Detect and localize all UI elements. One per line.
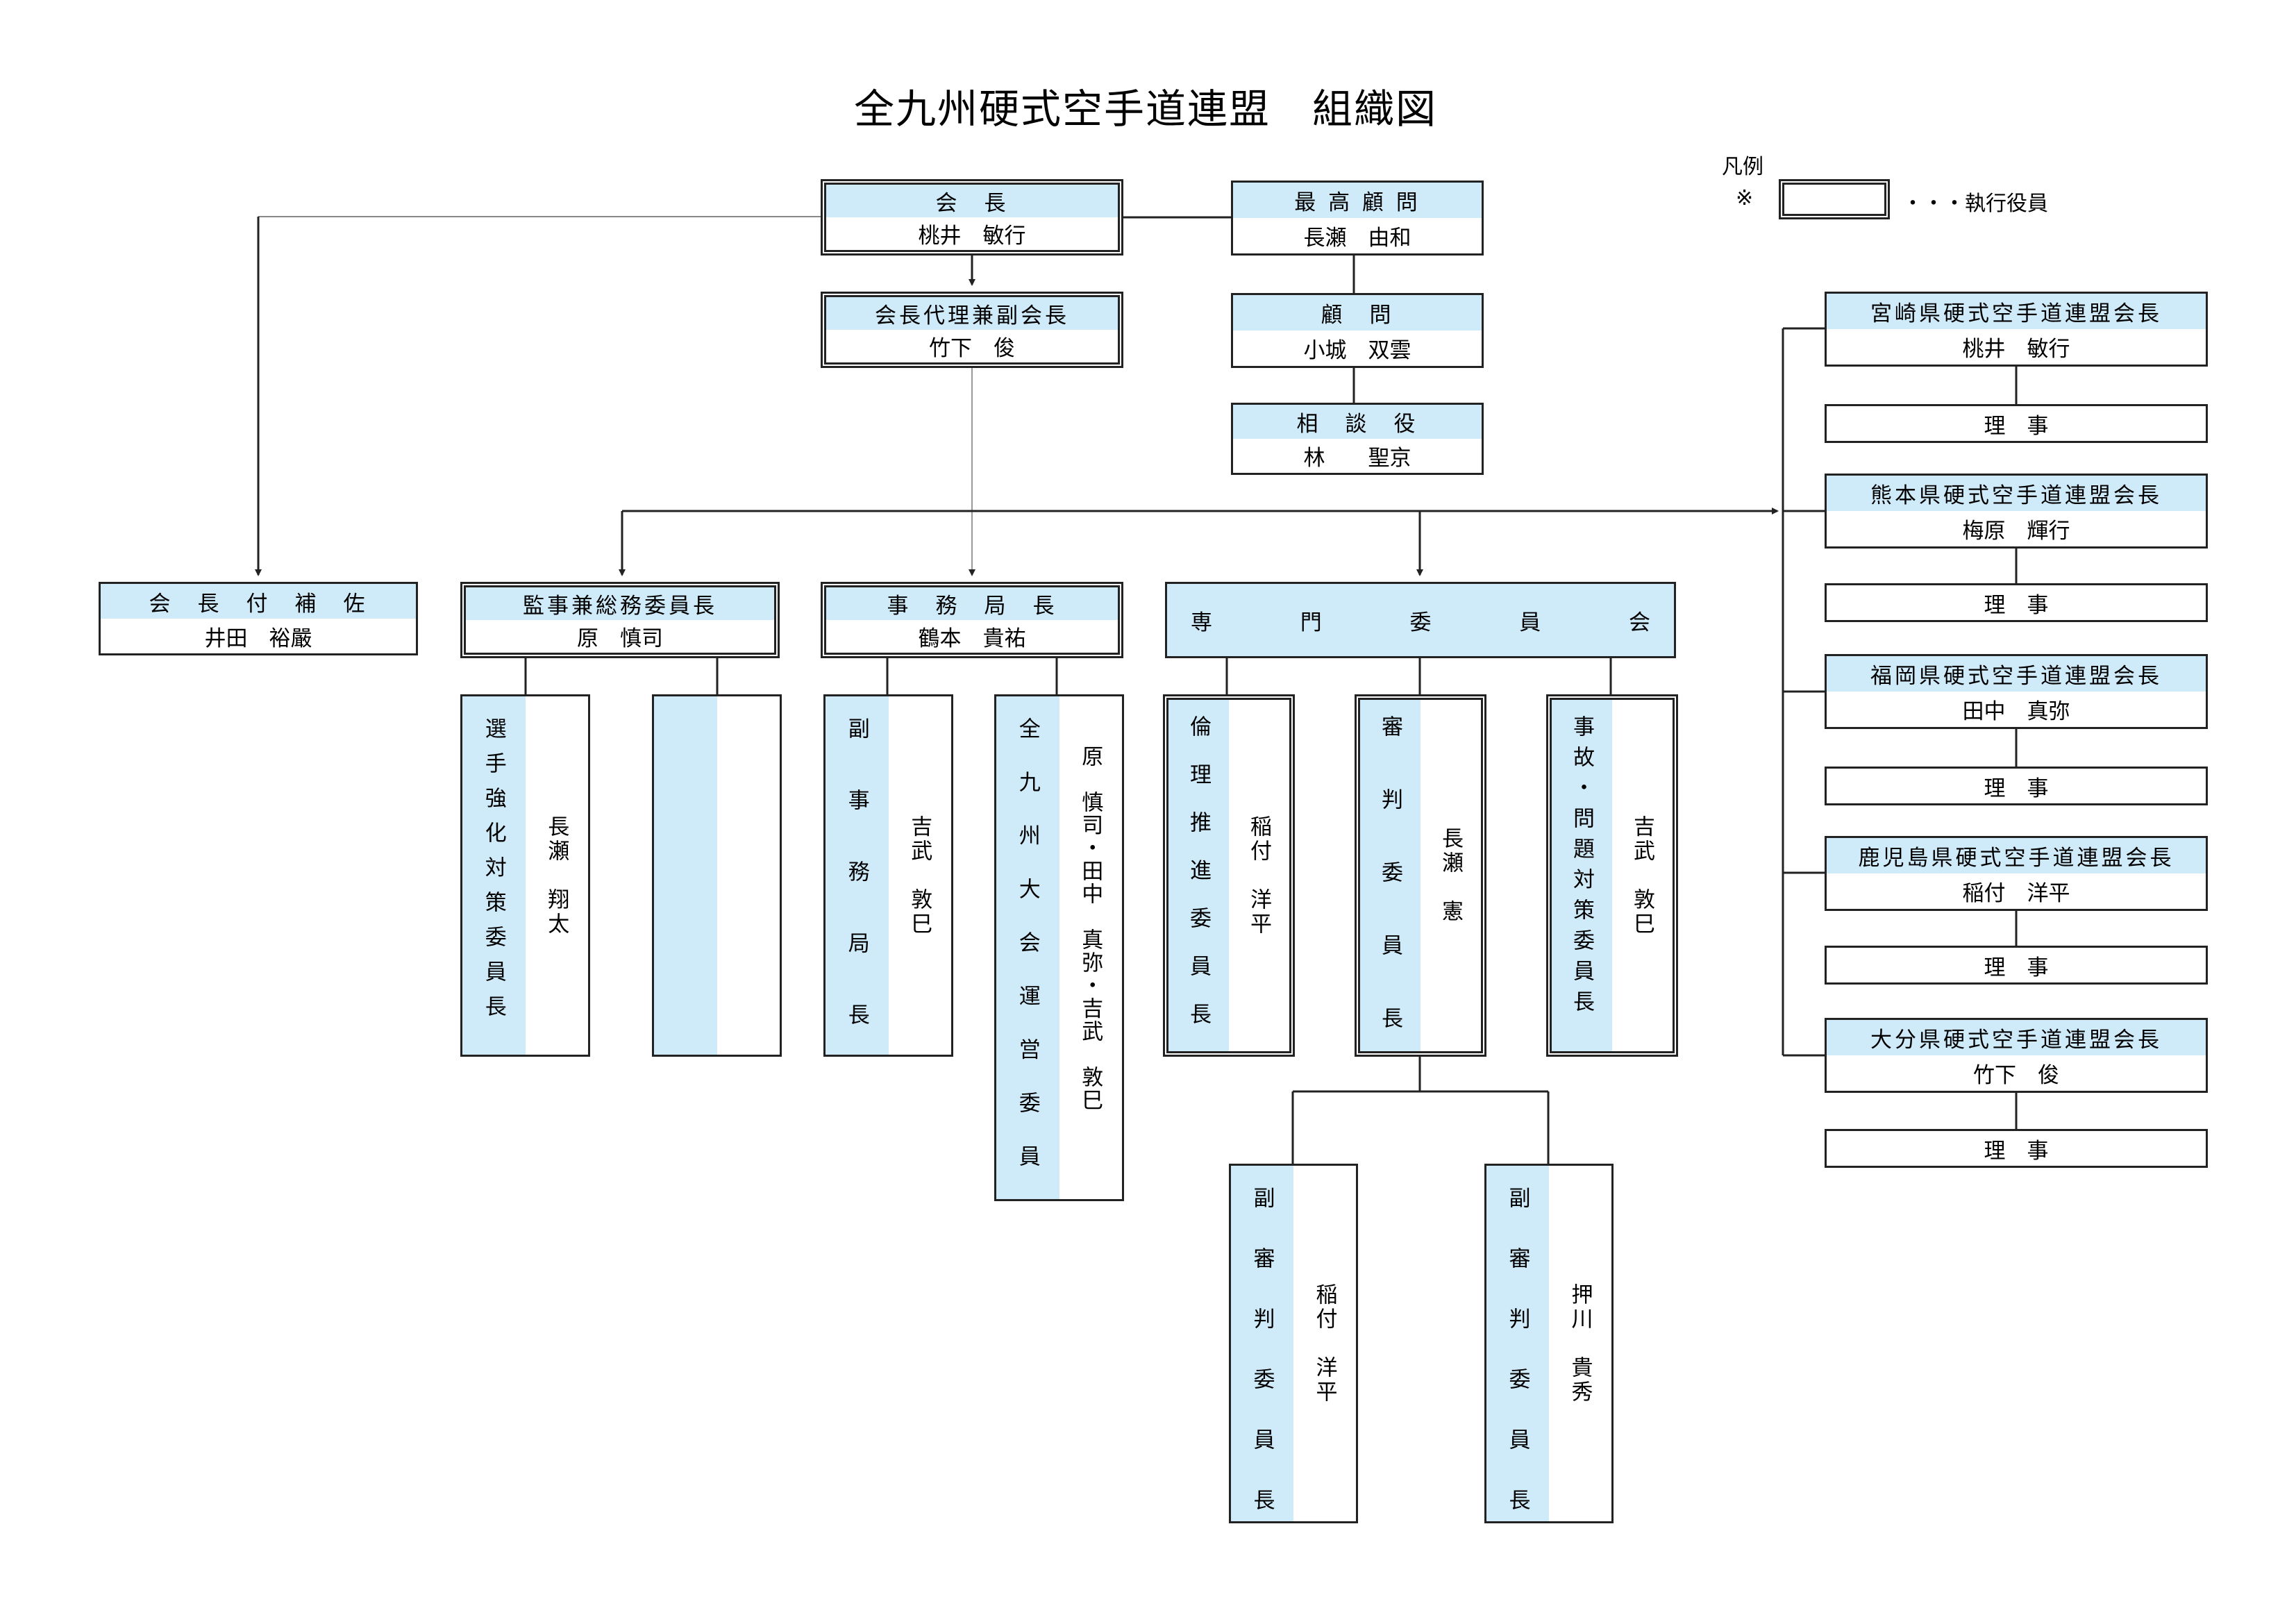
athlete-committee-role: 選手強化対策委員長 [480,717,506,1030]
accident-committee-name: 吉武 敦巳 [1629,814,1654,937]
counselor-name: 林 聖京 [1233,439,1482,473]
vice-referee-2-name: 押川 貴秀 [1567,1282,1593,1405]
blank-committee-box [652,694,782,1057]
prefecture-oita-name: 竹下 俊 [1827,1055,2206,1091]
prefecture-kagoshima-name: 稲付 洋平 [1827,873,2206,909]
advisor-box: 顧 問 小城 双雲 [1231,293,1484,368]
president-aide-name: 井田 裕嚴 [101,619,416,653]
ethics-committee-role: 倫理推進委員長 [1186,715,1211,1050]
prefecture-kumamoto-name: 梅原 輝行 [1827,511,2206,546]
auditor-role: 監事兼総務委員長 [466,587,774,621]
prefecture-miyazaki-name: 桃井 敏行 [1827,329,2206,365]
supreme-advisor-box: 最 高 顧 問 長瀬 由和 [1231,181,1484,256]
secretariat-box: 事 務 局 長 鶴本 貴祐 [821,582,1123,658]
vice-secretariat-name: 吉武 敦巳 [907,814,932,937]
prefecture-kumamoto-director-box: 理 事 [1825,583,2208,622]
athlete-committee-box: 選手強化対策委員長 長瀬 翔太 [460,694,590,1057]
prefecture-kagoshima-director-box: 理 事 [1825,946,2208,985]
specialist-committee-box: 専 門 委 員 会 [1165,582,1676,658]
page-title: 全九州硬式空手道連盟 組織図 [853,85,1437,133]
vice-referee-2-box: 副審判委員長 押川 貴秀 [1484,1164,1614,1549]
vice-secretariat-box: 副事務局長 吉武 敦巳 [823,694,953,1075]
accident-committee-role: 事故・問題対策委員長 [1569,715,1594,1021]
referee-committee-box: 審判委員長 長瀬 憲 [1355,694,1486,1080]
tournament-committee-names: 原 慎司・田中 真弥・吉武 敦巳 [1078,745,1103,1112]
prefecture-kumamoto-director: 理 事 [1827,585,2206,620]
prefecture-kagoshima-box: 鹿児島県硬式空手道連盟会長 稲付 洋平 [1825,836,2208,911]
president-name: 桃井 敏行 [826,217,1118,250]
specialist-committee-char-1: 専 [1191,610,1212,635]
specialist-committee-char-2: 門 [1300,610,1322,635]
prefecture-oita-director-box: 理 事 [1825,1129,2208,1168]
advisor-role: 顧 問 [1233,295,1482,332]
tournament-committee-box: 全九州大会運営委員 原 慎司・田中 真弥・吉武 敦巳 [994,694,1124,1201]
counselor-box: 相 談 役 林 聖京 [1231,403,1484,475]
prefecture-miyazaki-box: 宮崎県硬式空手道連盟会長 桃井 敏行 [1825,292,2208,367]
prefecture-oita-role: 大分県硬式空手道連盟会長 [1827,1020,2206,1057]
ethics-committee-box: 倫理推進委員長 稲付 洋平 [1163,694,1295,1057]
president-box: 会 長 桃井 敏行 [821,179,1123,256]
president-aide-role: 会 長 付 補 佐 [101,584,416,620]
specialist-committee-char-4: 員 [1519,610,1541,635]
vice-referee-1-box: 副審判委員長 稲付 洋平 [1229,1164,1358,1549]
tournament-committee-role: 全九州大会運営委員 [1014,717,1040,1198]
prefecture-oita-box: 大分県硬式空手道連盟会長 竹下 俊 [1825,1018,2208,1093]
auditor-name: 原 慎司 [466,620,774,653]
president-role: 会 長 [826,185,1118,219]
legend-mark: ※ [1736,186,1754,210]
secretariat-role: 事 務 局 長 [826,587,1118,621]
prefecture-miyazaki-director-box: 理 事 [1825,404,2208,443]
referee-committee-name: 長瀬 憲 [1438,827,1463,924]
auditor-box: 監事兼総務委員長 原 慎司 [460,582,780,658]
vice-referee-2-role: 副審判委員長 [1505,1187,1530,1549]
secretariat-name: 鶴本 貴祐 [826,620,1118,653]
ethics-committee-name: 稲付 洋平 [1246,814,1271,937]
vice-referee-1-name: 稲付 洋平 [1312,1282,1337,1405]
acting-president-role: 会長代理兼副会長 [826,297,1118,331]
legend-executive-sample [1779,179,1890,219]
legend-description: ・・・執行役員 [1902,192,2048,216]
advisor-name: 小城 双雲 [1233,330,1482,366]
prefecture-kagoshima-director: 理 事 [1827,948,2206,982]
specialist-committee-char-3: 委 [1409,610,1432,635]
prefecture-oita-director: 理 事 [1827,1131,2206,1166]
acting-president-name: 竹下 俊 [826,330,1118,362]
prefecture-kumamoto-role: 熊本県硬式空手道連盟会長 [1827,476,2206,512]
athlete-committee-name: 長瀬 翔太 [544,814,569,937]
prefecture-fukuoka-name: 田中 真弥 [1827,692,2206,727]
accident-committee-box: 事故・問題対策委員長 吉武 敦巳 [1546,694,1678,1057]
counselor-role: 相 談 役 [1233,405,1482,440]
prefecture-kagoshima-role: 鹿児島県硬式空手道連盟会長 [1827,838,2206,875]
supreme-advisor-role: 最 高 顧 問 [1233,183,1482,219]
legend-heading: 凡例 [1722,155,1763,179]
referee-committee-role: 審判委員長 [1377,715,1402,1080]
president-aide-box: 会 長 付 補 佐 井田 裕嚴 [99,582,418,655]
vice-referee-1-role: 副審判委員長 [1249,1187,1275,1549]
vice-secretariat-role: 副事務局長 [844,717,869,1075]
acting-president-box: 会長代理兼副会長 竹下 俊 [821,292,1123,368]
specialist-committee-char-5: 会 [1629,610,1650,635]
prefecture-kumamoto-box: 熊本県硬式空手道連盟会長 梅原 輝行 [1825,474,2208,549]
prefecture-fukuoka-director: 理 事 [1827,769,2206,803]
prefecture-fukuoka-director-box: 理 事 [1825,767,2208,805]
prefecture-fukuoka-box: 福岡県硬式空手道連盟会長 田中 真弥 [1825,654,2208,729]
prefecture-miyazaki-director: 理 事 [1827,406,2206,441]
supreme-advisor-name: 長瀬 由和 [1233,218,1482,253]
prefecture-fukuoka-role: 福岡県硬式空手道連盟会長 [1827,656,2206,693]
prefecture-miyazaki-role: 宮崎県硬式空手道連盟会長 [1827,294,2206,330]
